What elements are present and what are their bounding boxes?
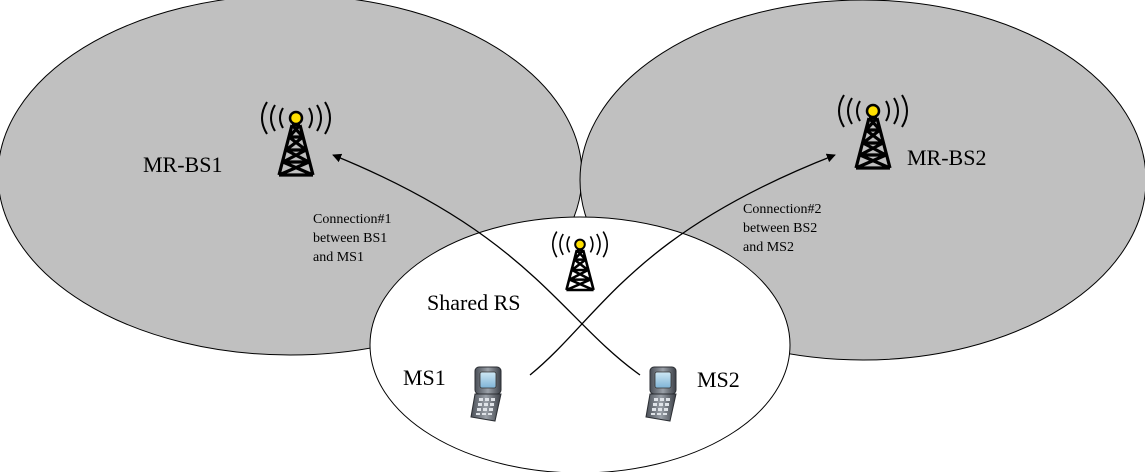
ms1-phone-icon <box>470 366 502 422</box>
connection-1-label: Connection#1 between BS1 and MS1 <box>313 210 392 267</box>
bs1-label: MR-BS1 <box>143 152 223 177</box>
ms1-label: MS1 <box>403 365 446 390</box>
rs-label: Shared RS <box>427 290 521 315</box>
connection-1-line-1: Connection#1 <box>313 212 392 227</box>
connection-2-line-1: Connection#2 <box>743 202 822 217</box>
connection-1-path <box>332 153 641 376</box>
ms2-phone-icon <box>645 366 677 422</box>
connection-2-label: Connection#2 between BS2 and MS2 <box>743 200 822 257</box>
connection-2-path <box>529 153 836 376</box>
bs2-label: MR-BS2 <box>907 145 987 170</box>
connection-2-line-2: between BS2 <box>743 221 818 236</box>
connection-2-line-3: and MS2 <box>743 240 794 255</box>
connection-1-line-2: between BS1 <box>313 231 388 246</box>
ms2-label: MS2 <box>697 367 740 392</box>
connection-1-line-3: and MS1 <box>313 250 364 265</box>
